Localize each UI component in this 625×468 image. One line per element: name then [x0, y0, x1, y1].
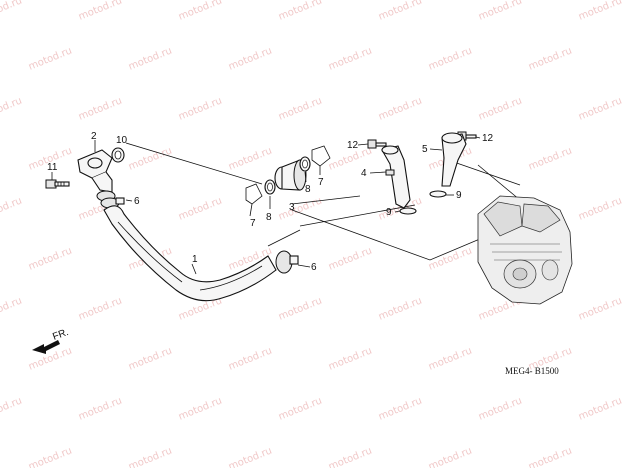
diagram-code: MEG4- B1500 [505, 366, 559, 376]
callout-3: 3 [289, 202, 295, 213]
watermark-text: motod.ru [27, 445, 74, 468]
callout-1: 1 [192, 254, 198, 265]
watermark-text: motod.ru [427, 245, 474, 272]
watermark-text: motod.ru [527, 45, 574, 72]
watermark-text: motod.ru [77, 95, 124, 122]
outlet-housing-part [77, 140, 116, 202]
watermark-text: motod.ru [0, 395, 24, 422]
callout-9-left: 9 [386, 207, 392, 218]
watermark-text: motod.ru [127, 345, 174, 372]
watermark-text: motod.ru [27, 245, 74, 272]
watermark-text: motod.ru [477, 0, 524, 23]
watermark-text: motod.ru [577, 0, 624, 23]
watermark-text: motod.ru [377, 95, 424, 122]
callout-12-left: 12 [347, 140, 359, 151]
watermark-text: motod.ru [327, 45, 374, 72]
engine-block [477, 195, 573, 305]
callout-8-right: 8 [305, 184, 311, 195]
watermark-text: motod.ru [427, 45, 474, 72]
watermark-text: motod.ru [0, 295, 24, 322]
watermark-text: motod.ru [577, 195, 624, 222]
callout-7-left: 7 [250, 218, 256, 229]
watermark-text: motod.ru [527, 445, 574, 468]
watermark-text: motod.ru [227, 145, 274, 172]
watermark-text: motod.ru [277, 95, 324, 122]
front-direction-label: FR. [51, 327, 70, 343]
watermark-text: motod.ru [0, 95, 24, 122]
watermark-text: motod.ru [127, 145, 174, 172]
clip-left-part [245, 183, 263, 205]
bolt-small-left-part [367, 139, 387, 149]
joint-pipe-part [274, 159, 307, 191]
o-ring-part [111, 147, 125, 163]
callout-leaders [125, 136, 481, 275]
watermark-text: motod.ru [577, 395, 624, 422]
watermark-text: motod.ru [577, 295, 624, 322]
watermark-text: motod.ru [177, 95, 224, 122]
radiator-hose-part [103, 205, 277, 302]
callout-9-right: 9 [456, 190, 462, 201]
watermark-text: motod.ru [277, 295, 324, 322]
watermark-text: motod.ru [427, 445, 474, 468]
watermark-text: motod.ru [227, 445, 274, 468]
callout-6-upper: 6 [134, 196, 140, 207]
watermark-text: motod.ru [27, 45, 74, 72]
watermark-text: motod.ru [477, 395, 524, 422]
callout-10: 10 [116, 135, 128, 146]
callout-8-left: 8 [266, 212, 272, 223]
hose-clamp-lower-part [275, 250, 299, 274]
front-direction-indicator: FR. [32, 327, 70, 354]
watermark-text: motod.ru [277, 0, 324, 23]
watermark-text: motod.ru [77, 295, 124, 322]
watermark-text: motod.ru [127, 45, 174, 72]
callout-11: 11 [47, 162, 58, 173]
watermark-text: motod.ru [477, 95, 524, 122]
watermark-text: motod.ru [377, 295, 424, 322]
bolt-part [45, 172, 70, 189]
watermark-text: motod.ru [177, 195, 224, 222]
callout-12-right: 12 [482, 133, 494, 144]
watermark-text: motod.ru [0, 0, 24, 23]
callout-7-right: 7 [318, 177, 324, 188]
callout-4: 4 [361, 168, 367, 179]
watermark-text: motod.ru [277, 395, 324, 422]
callout-6-lower: 6 [311, 262, 317, 273]
water-pipe-left-part [381, 145, 411, 209]
watermark-text: motod.ru [177, 0, 224, 23]
watermark-text: motod.ru [527, 145, 574, 172]
watermark-text: motod.ru [0, 195, 24, 222]
seal-ring-left-part [264, 179, 276, 195]
watermark-text: motod.ru [77, 0, 124, 23]
watermark-text: motod.ru [127, 445, 174, 468]
watermark-text: motod.ru [227, 345, 274, 372]
callout-labels: 2 10 11 6 1 7 8 3 8 7 6 12 4 9 5 9 12 [47, 131, 494, 273]
o-ring-right-part [429, 190, 447, 198]
watermark-text: motod.ru [427, 345, 474, 372]
o-ring-left-part [399, 207, 417, 215]
watermark-text: motod.ru [177, 395, 224, 422]
callout-5: 5 [422, 144, 428, 155]
watermark-text: motod.ru [77, 395, 124, 422]
watermark-text: motod.ru [327, 245, 374, 272]
callout-2: 2 [91, 131, 97, 142]
watermark-text: motod.ru [227, 45, 274, 72]
water-pipe-right-part [441, 132, 467, 187]
watermark-text: motod.ru [377, 0, 424, 23]
watermark-text: motod.ru [327, 445, 374, 468]
watermark-text: motod.ru [327, 345, 374, 372]
watermark-text: motod.ru [377, 395, 424, 422]
clip-right-part [311, 145, 331, 167]
seal-ring-right-part [299, 156, 311, 172]
watermark-text: motod.ru [577, 95, 624, 122]
